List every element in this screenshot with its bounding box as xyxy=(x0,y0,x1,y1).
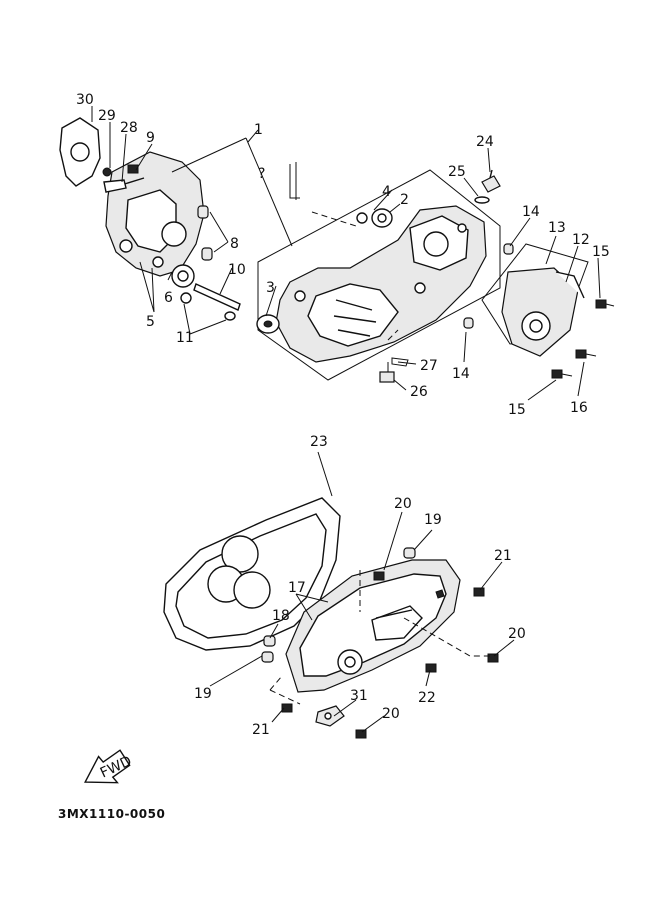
callout-27: 27 xyxy=(420,358,438,374)
callout-24: 24 xyxy=(476,134,494,150)
bolts-left-drawing xyxy=(102,164,139,193)
callout-3: 3 xyxy=(266,280,275,296)
fwd-label: FWD xyxy=(98,753,134,781)
callout-9: 9 xyxy=(146,130,155,146)
callout-19-top: 19 xyxy=(424,512,442,528)
callout-17: 17 xyxy=(288,580,306,596)
gasket-23-drawing xyxy=(163,497,341,651)
callout-28: 28 xyxy=(120,120,138,136)
fwd-arrow-icon xyxy=(84,749,131,784)
callout-20-bottom: 20 xyxy=(382,706,400,722)
callout-18: 18 xyxy=(272,608,290,624)
callout-20-right: 20 xyxy=(508,626,526,642)
callout-10: 10 xyxy=(228,262,246,278)
callout-13: 13 xyxy=(548,220,566,236)
callout-14-bottom: 14 xyxy=(452,366,470,382)
oil-seal-3-drawing xyxy=(256,314,280,334)
callout-26: 26 xyxy=(410,384,428,400)
callout-question: ? xyxy=(258,166,265,182)
callout-21-right: 21 xyxy=(494,548,512,564)
gasket-30-drawing xyxy=(59,117,101,187)
dowels-14-drawing xyxy=(463,243,514,329)
callout-31: 31 xyxy=(350,688,368,704)
dowels-8-drawing xyxy=(197,205,213,261)
callout-23: 23 xyxy=(310,434,328,450)
callout-2: 2 xyxy=(400,192,409,208)
callout-8: 8 xyxy=(230,236,239,252)
leader-lines-bottom xyxy=(209,451,515,733)
callout-6: 6 xyxy=(164,290,173,306)
dowels-bottom-drawing xyxy=(261,547,416,663)
bolts-bottom-drawing xyxy=(281,571,499,739)
callout-12: 12 xyxy=(572,232,590,248)
callout-15-top: 15 xyxy=(592,244,610,260)
callout-21-left: 21 xyxy=(252,722,270,738)
bearings-4-2-drawing xyxy=(356,208,393,228)
callout-5: 5 xyxy=(146,314,155,330)
callout-4: 4 xyxy=(382,184,391,200)
callout-labels: 30 29 28 9 1 24 25 4 2 14 13 12 15 8 10 … xyxy=(76,92,610,738)
callout-19-left: 19 xyxy=(194,686,212,702)
callout-1: 1 xyxy=(254,122,263,138)
screws-right-drawing xyxy=(551,299,615,379)
diagram-code: 3MX1110-0050 xyxy=(58,807,165,821)
callout-29: 29 xyxy=(98,108,116,124)
plug-24-drawing xyxy=(474,169,501,204)
callout-22: 22 xyxy=(418,690,436,706)
clamp-31-drawing xyxy=(315,705,345,727)
bolt-26-drawing xyxy=(379,357,409,383)
left-crankcase-drawing xyxy=(105,151,205,277)
callout-11: 11 xyxy=(176,330,194,346)
callout-leaders-top xyxy=(289,162,399,341)
leader-lines-top xyxy=(91,106,601,401)
crankcase-box-outline xyxy=(257,169,501,381)
callout-30: 30 xyxy=(76,92,94,108)
callout-16: 16 xyxy=(570,400,588,416)
callout-20-top: 20 xyxy=(394,496,412,512)
transmission-cover-drawing xyxy=(285,559,461,693)
shaft-10-drawing xyxy=(193,283,241,321)
right-cover-drawing xyxy=(481,243,589,357)
dashed-guides-bottom xyxy=(269,570,490,705)
callout-25: 25 xyxy=(448,164,466,180)
bearing-6-drawing xyxy=(171,264,195,304)
callout-15-bottom: 15 xyxy=(508,402,526,418)
callout-14-top: 14 xyxy=(522,204,540,220)
main-crankcase-drawing xyxy=(275,205,487,363)
